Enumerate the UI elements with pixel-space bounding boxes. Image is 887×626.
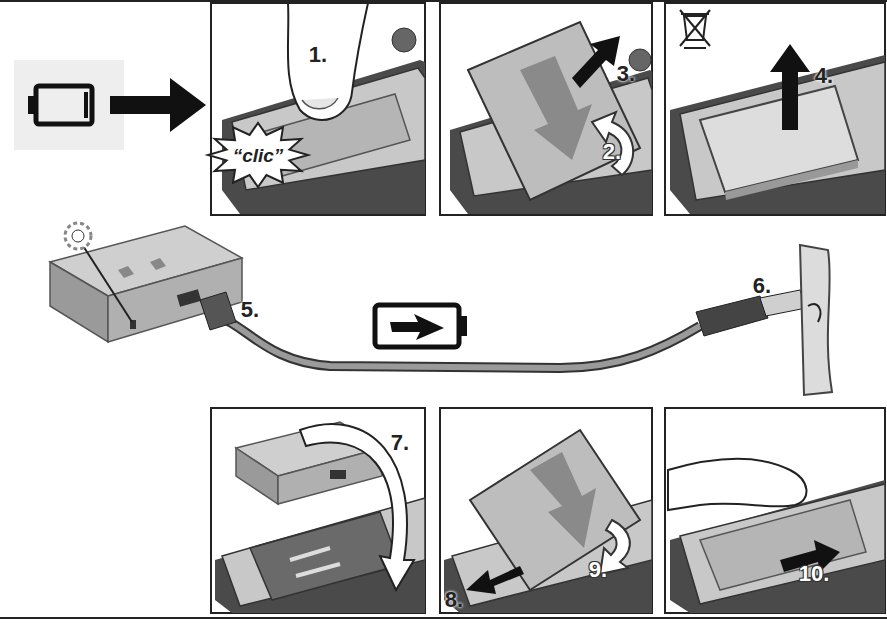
recycling-bin-icon xyxy=(680,10,710,46)
battery-pack xyxy=(118,266,134,278)
recycling-bin-icon xyxy=(680,10,710,48)
finger xyxy=(668,459,806,510)
battery-pack xyxy=(330,470,346,479)
step-number: 5. xyxy=(241,299,259,321)
device-body xyxy=(392,28,416,52)
step-number: 4. xyxy=(815,65,833,87)
step-number: 6. xyxy=(753,275,771,297)
device-body xyxy=(700,500,866,590)
usb-cable xyxy=(696,296,768,336)
sound-text: “clic” xyxy=(233,146,284,165)
step-number: 7. xyxy=(391,432,409,454)
device-body xyxy=(670,55,885,214)
battery-cover xyxy=(530,452,596,548)
panel-frame xyxy=(665,3,885,215)
motion-arrow xyxy=(300,424,414,590)
top-rule xyxy=(0,0,887,2)
low-battery-icon xyxy=(14,60,124,150)
panel-frame xyxy=(665,408,885,613)
step-arrow xyxy=(110,78,206,132)
charge-led xyxy=(65,223,132,322)
battery-pack xyxy=(700,86,858,200)
low-battery-icon xyxy=(28,96,36,114)
device-body xyxy=(296,564,340,576)
low-battery-icon xyxy=(84,92,88,118)
device-body xyxy=(290,548,340,576)
battery-pack xyxy=(725,160,858,200)
charging-icon xyxy=(459,316,467,336)
wall-socket xyxy=(808,304,820,322)
device-body xyxy=(290,548,330,560)
battery-pack xyxy=(177,289,201,307)
step-number: 10. xyxy=(799,563,830,585)
panel-frame xyxy=(211,3,885,613)
device-body xyxy=(670,55,885,214)
step-number: 1. xyxy=(309,44,327,66)
battery-pack xyxy=(50,262,108,342)
battery-pack xyxy=(236,448,278,504)
panel-frame xyxy=(440,408,652,613)
panel-frame xyxy=(211,408,425,613)
low-battery-icon xyxy=(36,86,92,124)
charging-icon xyxy=(375,305,467,347)
battery-pack xyxy=(108,258,242,342)
battery-cover xyxy=(468,22,640,200)
wall-socket xyxy=(800,245,832,395)
step-number: 8. xyxy=(445,589,463,611)
charge-led xyxy=(72,230,84,242)
charging-icon xyxy=(375,305,459,347)
battery-pack xyxy=(278,448,382,504)
finger xyxy=(668,459,806,510)
charge-led xyxy=(65,223,91,249)
motion-arrow xyxy=(770,44,810,130)
motion-arrow xyxy=(572,36,620,88)
device-body xyxy=(222,28,425,214)
step-number: 2. xyxy=(603,141,621,163)
battery-pack xyxy=(150,258,166,270)
motion-arrow xyxy=(592,112,633,175)
recycling-bin-icon xyxy=(684,47,706,49)
battery-cover xyxy=(470,430,640,590)
recycling-bin-icon xyxy=(680,10,710,46)
usb-cable xyxy=(200,292,236,330)
charging-icon xyxy=(390,314,444,340)
finger xyxy=(288,3,368,120)
panel-frame xyxy=(440,3,652,215)
wall-socket xyxy=(800,245,832,395)
battery-pack xyxy=(700,86,858,192)
battery-cover xyxy=(468,22,640,200)
panel-frame xyxy=(211,3,425,215)
device-body xyxy=(250,512,400,600)
charge-led xyxy=(78,238,132,322)
motion-arrow xyxy=(466,566,524,594)
usb-cable xyxy=(200,290,806,368)
click-burst xyxy=(208,123,308,187)
finger xyxy=(302,98,338,109)
step-number: 3. xyxy=(617,63,635,85)
low-battery-icon xyxy=(14,60,124,150)
step-number: 9. xyxy=(589,559,607,581)
finger xyxy=(288,3,368,120)
bottom-rule xyxy=(0,617,887,619)
battery-cover xyxy=(470,430,640,590)
